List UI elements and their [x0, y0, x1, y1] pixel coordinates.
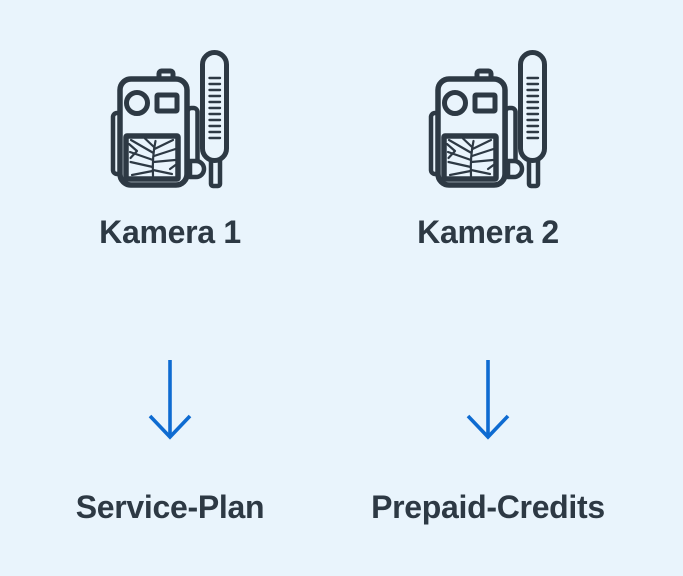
arrow-down-icon	[448, 358, 528, 442]
camera-1-label: Kamera 1	[99, 214, 241, 250]
prepaid-credits-label: Prepaid-Credits	[371, 489, 605, 525]
trail-camera-icon	[428, 50, 548, 190]
column-kamera-1: Kamera 1 Service-Plan	[40, 0, 300, 576]
arrow-down-icon	[130, 358, 210, 442]
service-plan-label: Service-Plan	[75, 489, 265, 525]
camera-2-label: Kamera 2	[417, 214, 559, 250]
column-kamera-2: Kamera 2 Prepaid-Credits	[358, 0, 618, 576]
trail-camera-icon	[110, 50, 230, 190]
